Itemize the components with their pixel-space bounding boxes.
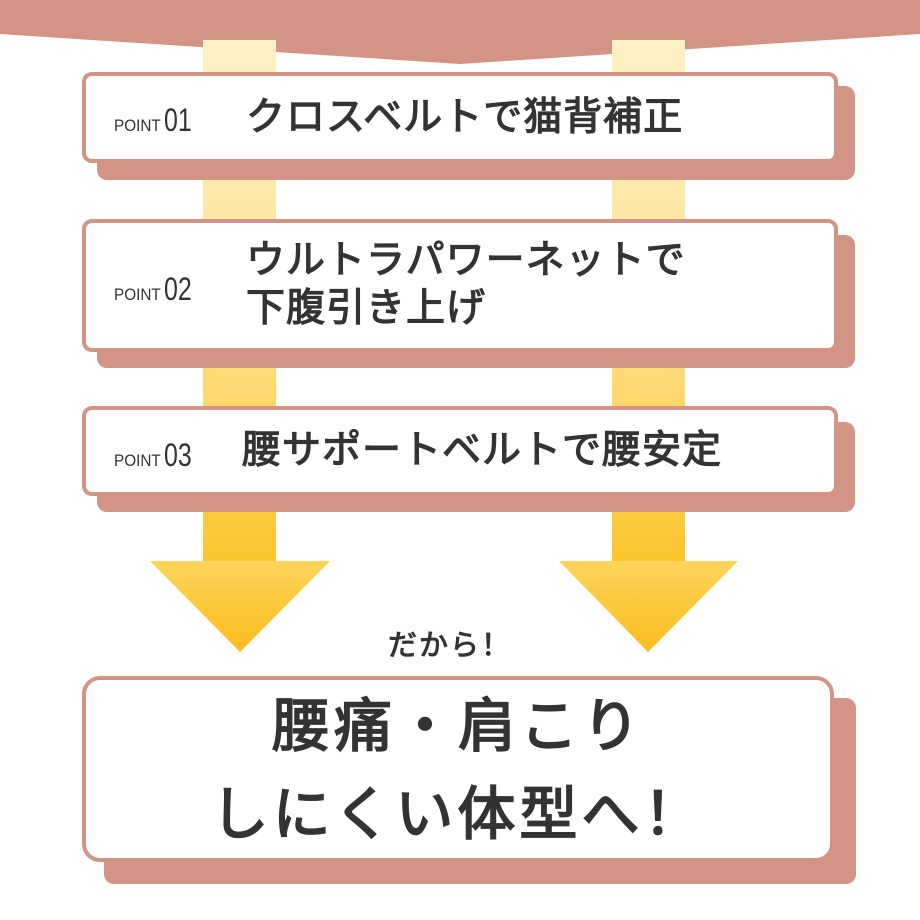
- result-card: [82, 676, 834, 862]
- right-arrow-head: [559, 561, 738, 652]
- point-title: クロスベルトで猫背補正: [246, 95, 684, 140]
- point-number: 02: [163, 271, 192, 307]
- left-arrow-head: [150, 561, 330, 652]
- point-tag: POINT 02: [114, 271, 200, 308]
- point-number: 03: [163, 437, 192, 473]
- point-title: 腰サポートベルトで腰安定: [242, 428, 723, 473]
- point-label: POINT: [114, 116, 161, 135]
- connector-text: だから！: [388, 628, 513, 662]
- top-banner: [0, 0, 920, 64]
- result-title: 腰痛・肩こり しにくい体型へ！: [210, 692, 706, 848]
- point-label: POINT: [114, 285, 161, 304]
- point-card-03: POINT 03 腰サポートベルトで腰安定: [82, 406, 838, 496]
- point-card-02: POINT 02 ウルトラパワーネットで 下腹引き上げ: [82, 219, 838, 352]
- point-tag: POINT 03: [114, 437, 200, 474]
- point-tag: POINT 01: [114, 102, 200, 139]
- point-title: ウルトラパワーネットで 下腹引き上げ: [246, 238, 686, 331]
- point-number: 01: [163, 102, 192, 138]
- point-label: POINT: [114, 451, 161, 470]
- point-card-01: POINT 01 クロスベルトで猫背補正: [82, 72, 838, 163]
